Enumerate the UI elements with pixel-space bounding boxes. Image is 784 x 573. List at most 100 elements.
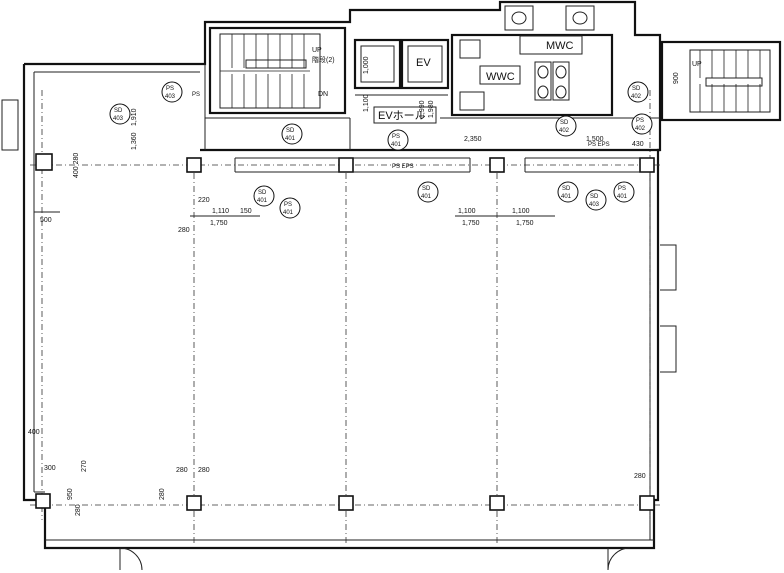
svg-text:SD: SD [590,194,599,200]
svg-text:1,110: 1,110 [212,208,229,215]
svg-text:900: 900 [673,72,680,84]
svg-text:1,000: 1,000 [363,56,370,74]
svg-text:1,990: 1,990 [419,100,426,118]
column [35,493,51,509]
ps-eps-label: PS EPS [392,164,414,170]
column [489,157,505,173]
svg-text:SD: SD [632,86,641,92]
entrances [1,99,677,571]
tag-sd: SD 402 [555,115,577,137]
column [35,153,53,171]
svg-text:403: 403 [113,116,124,122]
svg-text:2,350: 2,350 [464,136,482,143]
svg-text:1,750: 1,750 [516,220,534,227]
ps-label: PS [192,92,200,98]
svg-text:280: 280 [634,473,646,480]
svg-text:401: 401 [617,194,628,200]
ext-stair-up-label: UP [692,61,702,68]
svg-text:1,100: 1,100 [512,208,530,215]
tag-sd: SD 401 [417,181,439,203]
column [338,495,354,511]
svg-text:150: 150 [240,208,252,215]
svg-text:SD: SD [422,186,431,192]
tag-ps: PS 402 [631,113,653,135]
tag-ps: PS 401 [387,129,409,151]
mwc-label: MWC [546,40,574,52]
dimensions: 500 400 280 1,910 1,360 280 220 1,110 15… [28,56,680,516]
svg-text:1,980: 1,980 [428,100,435,118]
ev-label: EV [416,57,431,69]
svg-text:1,750: 1,750 [210,220,228,227]
ev-hall: EVホール [373,106,437,124]
svg-text:PS: PS [392,134,400,140]
column [639,157,655,173]
toilets: MWC WWC [450,5,614,117]
svg-text:280: 280 [176,467,188,474]
svg-text:PS: PS [284,202,292,208]
stair-name-label: 階段(2) [312,55,335,64]
stair-2: UP 階段(2) DN [208,26,347,115]
svg-text:SD: SD [560,120,569,126]
svg-text:220: 220 [198,197,210,204]
external-stair: UP [660,40,782,122]
svg-text:401: 401 [257,198,268,204]
svg-text:300: 300 [44,465,56,472]
stair-dn-label: DN [318,91,328,98]
column [489,495,505,511]
svg-text:SD: SD [258,190,267,196]
svg-text:280: 280 [178,227,190,234]
svg-text:1,500: 1,500 [586,136,604,143]
svg-text:402: 402 [631,94,642,100]
svg-text:400 280: 400 280 [73,153,80,178]
svg-text:401: 401 [285,136,296,142]
svg-text:PS: PS [636,118,644,124]
ev-hall-label: EVホール [378,109,426,122]
svg-text:SD: SD [286,128,295,134]
stair-up-label: UP [312,47,322,54]
svg-text:PS: PS [166,86,174,92]
equipment-tags: PS 403 SD 403 SD 401 PS 401 SD 401 PS 40… [109,81,653,219]
svg-text:500: 500 [40,217,52,224]
tag-sd: SD 403 [109,103,131,125]
tag-sd: SD 401 [281,123,303,145]
svg-text:401: 401 [561,194,572,200]
tag-sd: SD 402 [627,81,649,103]
tag-ps: PS 401 [279,197,301,219]
svg-text:403: 403 [165,94,176,100]
svg-text:950: 950 [67,488,74,500]
svg-text:280: 280 [159,488,166,500]
wwc-label: WWC [486,71,515,83]
column [186,495,202,511]
tag-sd: SD 401 [253,185,275,207]
svg-text:1,100: 1,100 [458,208,476,215]
elevators: EV [353,38,450,96]
svg-text:1,100: 1,100 [363,94,370,112]
svg-text:270: 270 [81,460,88,472]
tag-sd: SD 401 [557,181,579,203]
svg-text:401: 401 [283,210,294,216]
svg-text:280: 280 [198,467,210,474]
column [186,157,202,173]
outer-walls [22,0,662,550]
ps-eps-right-label: PS EPS [588,142,610,148]
svg-text:403: 403 [589,202,600,208]
column [639,495,655,511]
tag-sd: SD 403 [585,189,607,211]
svg-text:402: 402 [635,126,646,132]
core-corridor [200,64,660,173]
svg-text:1,750: 1,750 [462,220,480,227]
tag-ps: PS 403 [161,81,183,103]
svg-text:1,360: 1,360 [131,132,138,150]
svg-text:402: 402 [559,128,570,134]
tag-ps: PS 401 [613,181,635,203]
svg-text:401: 401 [391,142,402,148]
columns [35,153,655,511]
svg-text:SD: SD [114,108,123,114]
svg-text:280: 280 [75,504,82,516]
svg-text:401: 401 [421,194,432,200]
column [338,157,354,173]
svg-text:400: 400 [28,429,40,436]
svg-text:430: 430 [632,141,644,148]
svg-text:SD: SD [562,186,571,192]
